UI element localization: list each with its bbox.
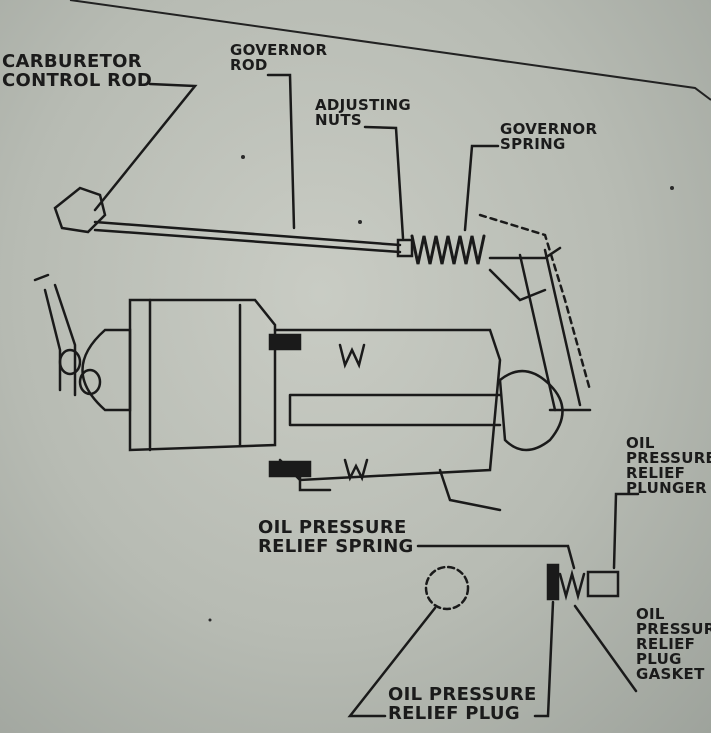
- bolt-1: [268, 333, 302, 351]
- label-line: OIL PRESSURE: [388, 684, 537, 705]
- relief-plunger: [586, 570, 620, 598]
- label-line: GOVERNOR: [230, 41, 328, 59]
- label-line: ADJUSTING: [315, 96, 412, 114]
- housing-ribs: [148, 298, 242, 452]
- leader-adjusting-nuts: [363, 125, 405, 240]
- cap: [81, 328, 132, 412]
- label-line: CONTROL ROD: [2, 70, 153, 91]
- label-oil-pressure-relief-plunger: OIL PRESSURE RELIEF PLUNGER: [626, 436, 711, 496]
- label-line: PLUG: [636, 650, 682, 668]
- shaft: [288, 393, 502, 427]
- leader-plug-left: [347, 606, 437, 718]
- label-carburetor-control-rod: CARBURETOR CONTROL ROD: [2, 52, 152, 90]
- terminal-1: [58, 348, 82, 376]
- plug-gasket: [546, 563, 560, 601]
- speck: [670, 186, 674, 190]
- label-line: PLUNGER: [626, 479, 707, 497]
- label-line: PRESSURE: [636, 620, 711, 638]
- speck: [241, 155, 245, 159]
- leader-plunger: [612, 492, 640, 570]
- governor-rod: [93, 220, 402, 254]
- label-oil-pressure-relief-plug-gasket: OIL PRESSURE RELIEF PLUG GASKET: [636, 607, 711, 682]
- leader-plug-right: [533, 600, 555, 718]
- label-line: RELIEF: [636, 635, 696, 653]
- label-line: RELIEF SPRING: [258, 536, 414, 557]
- bolt-2: [268, 460, 312, 478]
- label-line: GASKET: [636, 665, 705, 683]
- mark-w: [343, 458, 369, 482]
- label-line: PRESSURE: [626, 449, 711, 467]
- relief-spring: [558, 569, 586, 601]
- label-line: OIL: [636, 605, 665, 623]
- leader-governor-rod: [266, 73, 296, 230]
- label-line: ROD: [230, 56, 268, 74]
- mark-m: [338, 343, 366, 369]
- housing-outline-dashed: [478, 213, 592, 392]
- gear: [498, 370, 564, 452]
- label-line: RELIEF PLUG: [388, 703, 520, 724]
- label-governor-rod: GOVERNOR ROD: [230, 43, 327, 73]
- label-oil-pressure-relief-plug: OIL PRESSURE RELIEF PLUG: [388, 685, 537, 723]
- label-adjusting-nuts: ADJUSTING NUTS: [315, 98, 411, 128]
- terminal-2: [78, 368, 102, 396]
- label-line: OIL: [626, 434, 655, 452]
- governor-arm: [488, 248, 582, 412]
- leader-gasket: [573, 604, 638, 693]
- speck: [208, 618, 212, 622]
- leader-carburetor: [93, 82, 198, 212]
- label-line: NUTS: [315, 111, 362, 129]
- carburetor-linkage: [53, 186, 107, 234]
- page-border: [69, 0, 711, 101]
- relief-plug-outline: [424, 565, 470, 611]
- governor-spring: [410, 234, 486, 265]
- label-oil-pressure-relief-spring: OIL PRESSURE RELIEF SPRING: [258, 518, 414, 556]
- label-line: OIL PRESSURE: [258, 517, 407, 538]
- label-governor-spring: GOVERNOR SPRING: [500, 122, 597, 152]
- leader-governor-spring: [463, 144, 500, 232]
- label-line: RELIEF: [626, 464, 686, 482]
- label-line: SPRING: [500, 135, 566, 153]
- label-line: CARBURETOR: [2, 51, 142, 72]
- spring-rod-end: [488, 246, 562, 260]
- crankcase: [273, 328, 502, 482]
- housing-body: [128, 298, 277, 452]
- label-line: GOVERNOR: [500, 120, 598, 138]
- wires: [33, 273, 77, 397]
- lower-housing: [298, 468, 502, 512]
- speck: [358, 220, 362, 224]
- leader-relief-spring: [416, 544, 576, 570]
- adjusting-nuts: [396, 238, 414, 258]
